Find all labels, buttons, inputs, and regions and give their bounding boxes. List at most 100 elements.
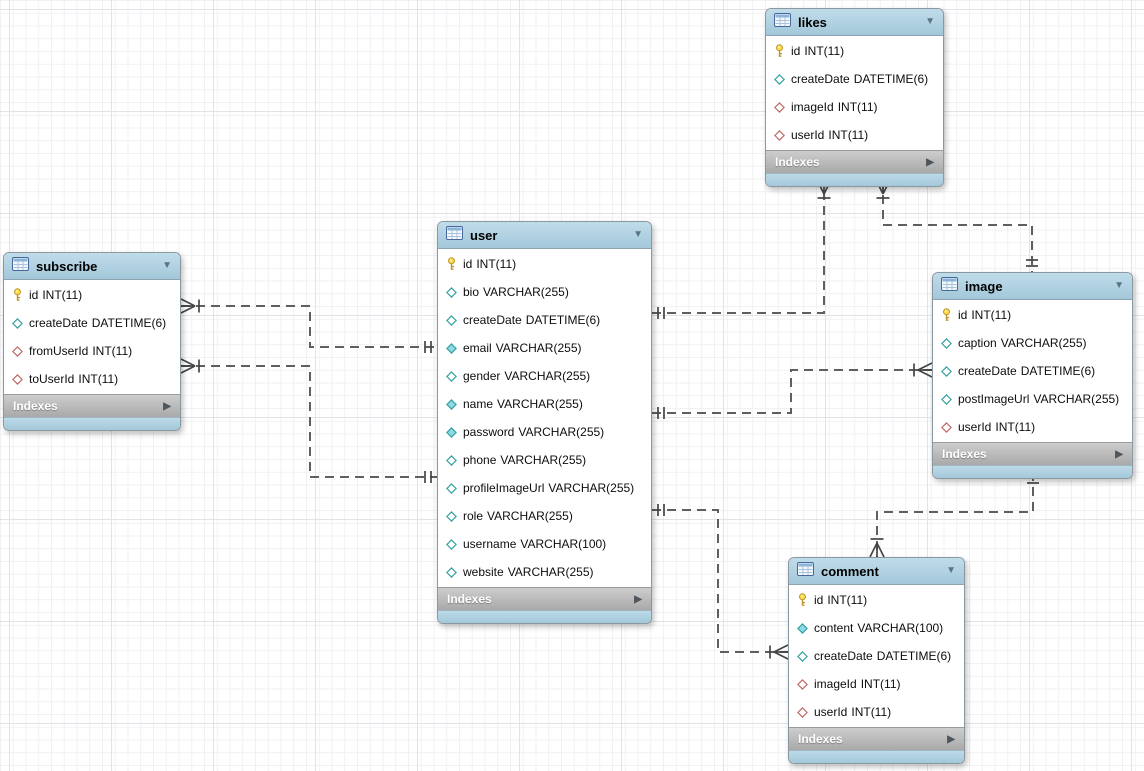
column-type: INT(11) [851,705,892,719]
column-type: VARCHAR(100) [857,621,944,635]
diamond-open-red-icon [796,706,808,718]
column-row[interactable]: createDate DATETIME(6) [438,306,651,334]
column-row[interactable]: createDate DATETIME(6) [766,65,943,93]
column-row[interactable]: password VARCHAR(255) [438,418,651,446]
column-row[interactable]: createDate DATETIME(6) [4,309,180,337]
column-type: INT(11) [971,308,1012,322]
column-row[interactable]: userId INT(11) [933,413,1132,441]
relationship-image-userId-user[interactable] [652,362,933,419]
indexes-label: Indexes [447,592,492,606]
indexes-bar[interactable]: Indexes ▶ [4,394,180,417]
table-header[interactable]: likes ▼ [766,9,943,36]
relationship-subscribe-fromUserId-user[interactable] [180,298,437,353]
diamond-open-teal-icon [773,73,785,85]
chevron-down-icon[interactable]: ▼ [633,229,643,240]
column-type: INT(11) [828,128,869,142]
indexes-bar[interactable]: Indexes ▶ [438,587,651,610]
column-row[interactable]: profileImageUrl VARCHAR(255) [438,474,651,502]
column-row[interactable]: toUserId INT(11) [4,365,180,393]
chevron-down-icon[interactable]: ▼ [946,565,956,576]
column-row[interactable]: id INT(11) [438,250,651,278]
column-name: role [463,509,484,523]
column-name: imageId [791,100,834,114]
column-row[interactable]: bio VARCHAR(255) [438,278,651,306]
column-name: bio [463,285,480,299]
chevron-down-icon[interactable]: ▼ [162,260,172,271]
table-columns: id INT(11) createDate DATETIME(6) imageI… [766,36,943,150]
column-row[interactable]: postImageUrl VARCHAR(255) [933,385,1132,413]
diamond-open-teal-icon [445,454,457,466]
key-icon [445,257,457,271]
diamond-open-teal-icon [445,510,457,522]
column-row[interactable]: email VARCHAR(255) [438,334,651,362]
chevron-right-icon[interactable]: ▶ [1115,448,1123,460]
table-header[interactable]: comment ▼ [789,558,964,585]
indexes-bar[interactable]: Indexes ▶ [789,727,964,750]
column-name: createDate [463,313,522,327]
table-header[interactable]: image ▼ [933,273,1132,300]
column-row[interactable]: phone VARCHAR(255) [438,446,651,474]
column-row[interactable]: id INT(11) [933,301,1132,329]
column-row[interactable]: userId INT(11) [766,121,943,149]
relationship-line[interactable] [652,369,932,414]
relationship-line[interactable] [181,305,437,348]
column-type: DATETIME(6) [91,316,167,330]
chevron-down-icon[interactable]: ▼ [925,16,935,27]
relationship-comment-imageId-image[interactable] [869,472,1039,558]
table-title: likes [798,14,827,30]
relationship-line[interactable] [652,180,825,314]
key-icon [940,308,952,322]
column-row[interactable]: imageId INT(11) [766,93,943,121]
column-row[interactable]: createDate DATETIME(6) [933,357,1132,385]
chevron-right-icon[interactable]: ▶ [634,593,642,605]
chevron-right-icon[interactable]: ▶ [163,400,171,412]
column-row[interactable]: id INT(11) [766,37,943,65]
table-title: subscribe [36,258,98,274]
column-type: VARCHAR(255) [518,425,605,439]
chevron-right-icon[interactable]: ▶ [926,156,934,168]
column-row[interactable]: id INT(11) [789,586,964,614]
column-row[interactable]: username VARCHAR(100) [438,530,651,558]
column-row[interactable]: userId INT(11) [789,698,964,726]
indexes-bar[interactable]: Indexes ▶ [933,442,1132,465]
column-row[interactable]: name VARCHAR(255) [438,390,651,418]
table-header[interactable]: subscribe ▼ [4,253,180,280]
relationship-likes-userId-user[interactable] [652,179,832,319]
column-name: username [463,537,517,551]
chevron-right-icon[interactable]: ▶ [947,733,955,745]
table-card-likes[interactable]: likes ▼ id INT(11) createDate DATETIME(6… [765,8,944,187]
column-row[interactable]: role VARCHAR(255) [438,502,651,530]
column-row[interactable]: caption VARCHAR(255) [933,329,1132,357]
relationship-line[interactable] [652,509,788,653]
chevron-down-icon[interactable]: ▼ [1114,280,1124,291]
table-header[interactable]: user ▼ [438,222,651,249]
table-card-subscribe[interactable]: subscribe ▼ id INT(11) createDate DATETI… [3,252,181,431]
relationship-line[interactable] [882,180,1033,272]
column-row[interactable]: imageId INT(11) [789,670,964,698]
relationship-line[interactable] [181,365,437,478]
column-row[interactable]: website VARCHAR(255) [438,558,651,586]
indexes-bar[interactable]: Indexes ▶ [766,150,943,173]
column-name: phone [463,453,497,467]
indexes-label: Indexes [13,399,58,413]
column-type: INT(11) [42,288,83,302]
relationship-likes-imageId-image[interactable] [875,179,1038,272]
column-type: INT(11) [804,44,845,58]
relationship-comment-userId-user[interactable] [652,504,789,660]
column-type: INT(11) [78,372,119,386]
relationship-line[interactable] [876,472,1034,557]
table-footer-strip [933,465,1132,478]
table-card-user[interactable]: user ▼ id INT(11) bio VARCHAR(255) creat… [437,221,652,624]
column-row[interactable]: createDate DATETIME(6) [789,642,964,670]
column-name: imageId [814,677,857,691]
column-name: userId [814,705,848,719]
column-row[interactable]: gender VARCHAR(255) [438,362,651,390]
table-card-image[interactable]: image ▼ id INT(11) caption VARCHAR(255) … [932,272,1133,479]
table-card-comment[interactable]: comment ▼ id INT(11) content VARCHAR(100… [788,557,965,764]
table-columns: id INT(11) caption VARCHAR(255) createDa… [933,300,1132,442]
column-row[interactable]: id INT(11) [4,281,180,309]
column-row[interactable]: fromUserId INT(11) [4,337,180,365]
column-row[interactable]: content VARCHAR(100) [789,614,964,642]
relationship-subscribe-toUserId-user[interactable] [180,358,437,483]
